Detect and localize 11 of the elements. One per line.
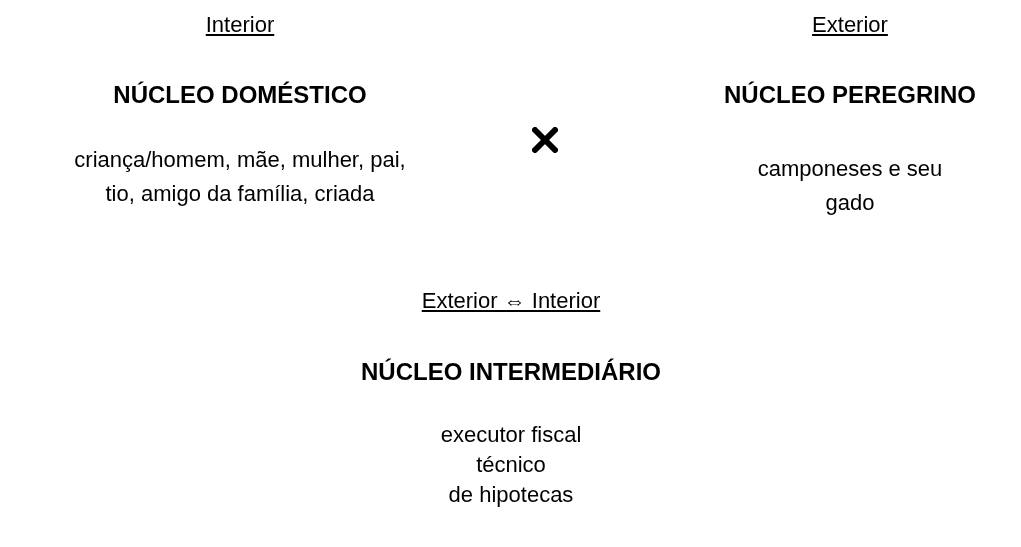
member-list: criança/homem, mãe, mulher, pai, tio, amigo da família, criada: [70, 143, 410, 211]
heading: Exterior ⇔ Interior: [420, 287, 602, 315]
heading: Interior: [204, 11, 276, 39]
group-title: NÚCLEO PEREGRINO: [723, 80, 977, 110]
group-title: NÚCLEO INTERMEDIÁRIO: [360, 357, 662, 387]
group-title: NÚCLEO DOMÉSTICO: [112, 80, 368, 110]
member-item: executor fiscal: [439, 421, 583, 449]
member-item: de hipotecas: [447, 481, 575, 509]
heading: Exterior: [811, 11, 889, 39]
member-item: técnico: [475, 451, 547, 479]
member-list: camponeses e seu gado: [750, 152, 950, 220]
